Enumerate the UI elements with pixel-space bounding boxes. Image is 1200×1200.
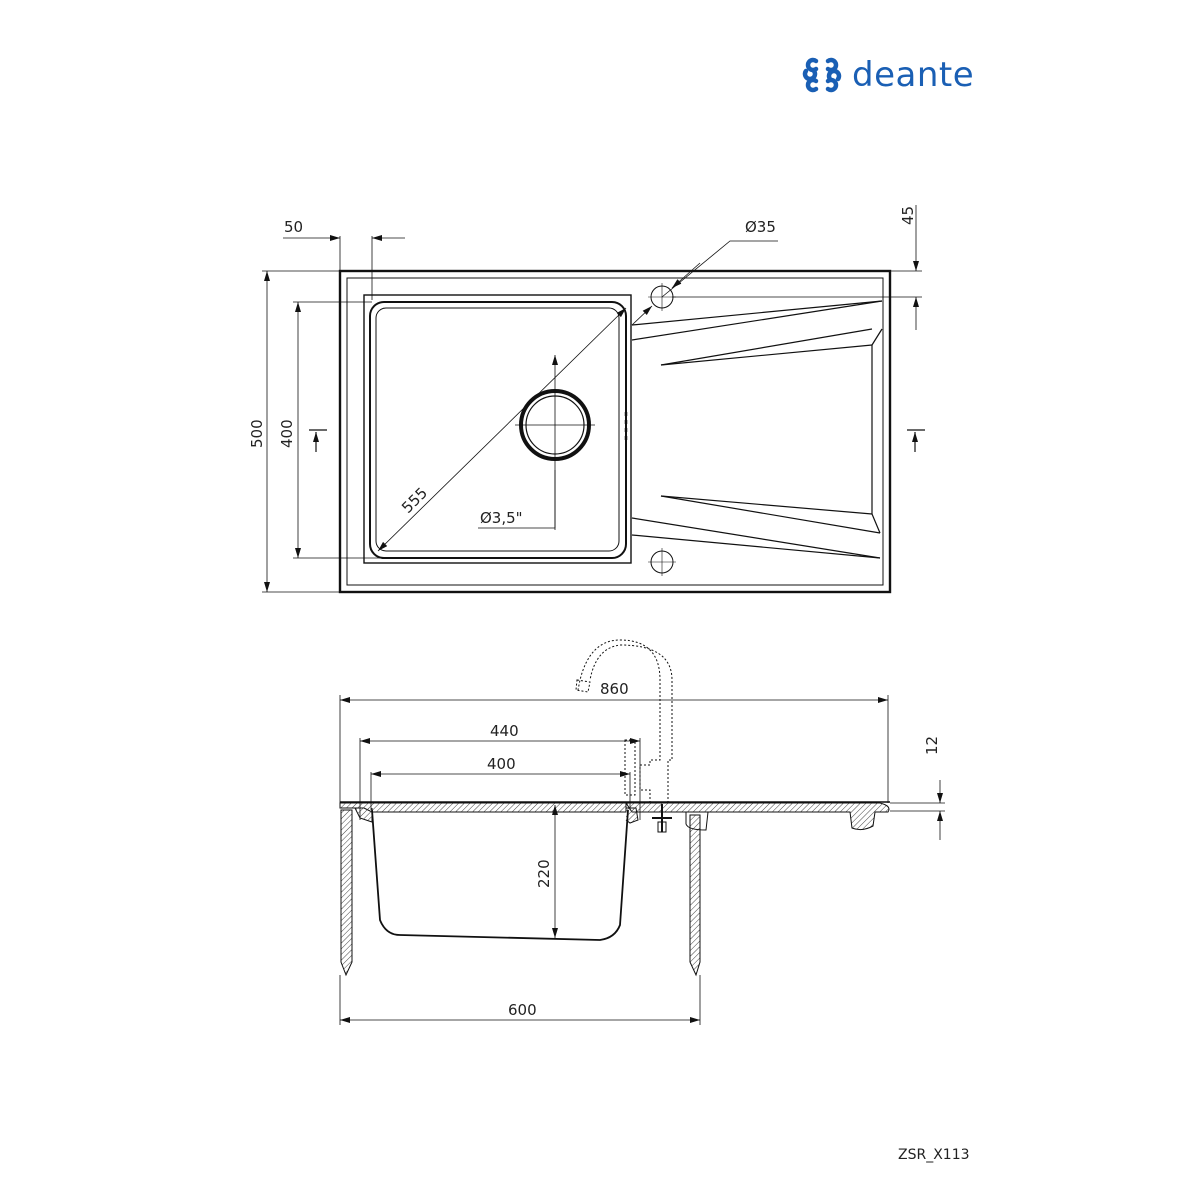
dim-bowl-depth: 400	[278, 419, 296, 448]
section-marker-right	[907, 429, 925, 452]
brand-logo: deante	[800, 55, 974, 95]
dim-bowl-outer-width: 440	[490, 722, 519, 740]
dim-rim-thickness: 12	[923, 736, 941, 755]
dim-bowl-height: 220	[535, 859, 553, 888]
dim-cabinet-width: 600	[508, 1001, 537, 1019]
sink-outline	[338, 269, 892, 594]
dim-bowl-inner-width: 400	[487, 755, 516, 773]
dim-rim-offset: 50	[284, 218, 303, 236]
deante-swirl-logo-icon	[802, 57, 842, 93]
dim-bowl-diagonal: 555	[398, 484, 431, 517]
dim-tap-hole-offset: 45	[899, 206, 917, 225]
brand-name: deante	[852, 55, 975, 95]
bowl-profile	[371, 809, 629, 941]
top-view	[262, 205, 925, 594]
bowl-outline	[363, 294, 632, 564]
dim-tap-hole-diameter: Ø35	[745, 218, 776, 236]
dim-drain-diameter: Ø3,5"	[480, 509, 523, 527]
section-marker-left	[309, 429, 327, 452]
dim-overall-width: 860	[600, 680, 629, 698]
side-view	[339, 639, 945, 1025]
faucet-outline	[575, 639, 673, 803]
dim-overall-depth: 500	[248, 419, 266, 448]
product-code: ZSR_X113	[898, 1147, 970, 1163]
